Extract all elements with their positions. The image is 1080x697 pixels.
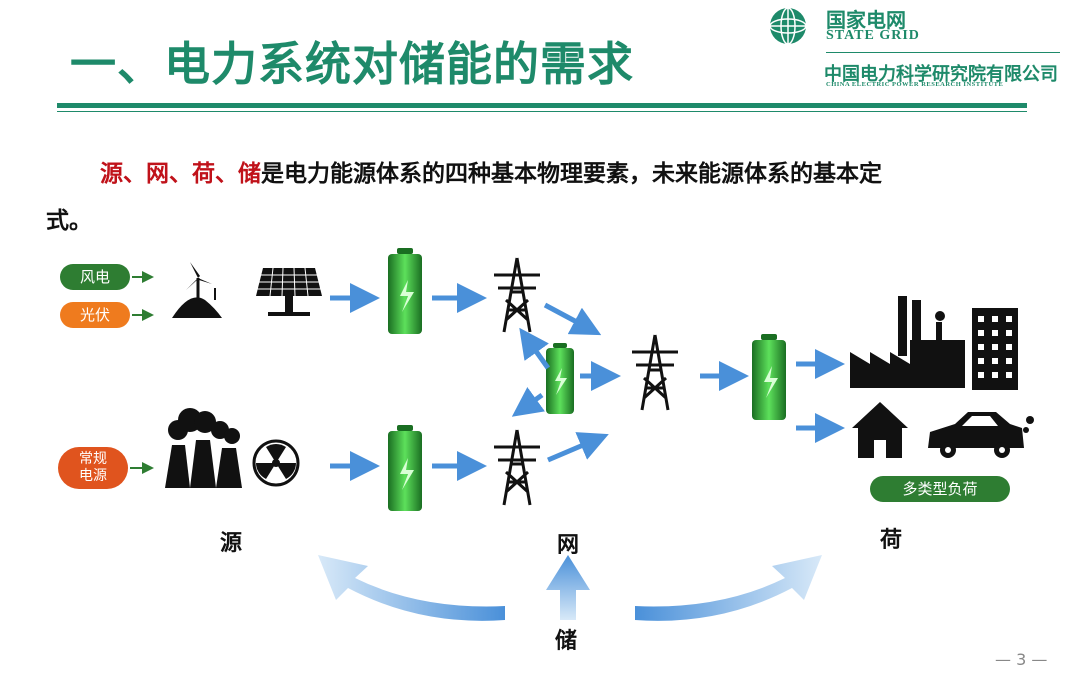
intro-rest: 是电力能源体系的四种基本物理要素，未来能源体系的基本定 — [261, 161, 882, 187]
conventional-power-label: 常规 电源 — [58, 447, 128, 489]
storage-label: 储 — [555, 629, 578, 654]
page-number: — 3 — — [995, 650, 1048, 669]
conventional-power-label-line1: 常规 — [79, 451, 107, 467]
conventional-power-label-line2: 电源 — [79, 468, 107, 484]
brand-name-en: STATE GRID — [826, 28, 920, 43]
storage-to-grid-arrow — [546, 555, 590, 620]
source-label: 源 — [220, 531, 243, 556]
load-types-label: 多类型负荷 — [870, 476, 1010, 502]
car-icon — [928, 412, 1034, 458]
factory-icon — [850, 296, 965, 388]
intro-text-line2: 式。 — [46, 208, 92, 234]
nuclear-icon — [252, 439, 300, 487]
intro-highlight: 源、网、荷、储 — [100, 161, 261, 187]
institute-name-cn: 中国电力科学研究院有限公司 — [824, 64, 1058, 85]
battery-icon — [388, 248, 422, 334]
storage-to-load-arrow — [635, 555, 822, 621]
transmission-tower-icon — [632, 334, 678, 411]
brand-divider — [826, 52, 1060, 53]
state-grid-logo-icon — [769, 7, 807, 45]
intro-text: 源、网、荷、储是电力能源体系的四种基本物理要素，未来能源体系的基本定 — [100, 154, 882, 188]
brand-name-cn: 国家电网 — [826, 8, 906, 32]
grid-label: 网 — [557, 533, 580, 558]
flow-arrows — [330, 283, 845, 481]
battery-icon — [388, 425, 422, 511]
page-title: 一、电力系统对储能的需求 — [70, 37, 634, 91]
solar-panel-icon — [256, 267, 322, 316]
transmission-tower-icon — [494, 429, 540, 506]
title-underline — [57, 103, 1027, 108]
battery-icon — [546, 343, 574, 414]
storage-to-source-arrow — [318, 555, 505, 621]
wind-turbine-icon — [172, 262, 222, 318]
wind-power-label: 风电 — [60, 264, 130, 290]
battery-icon — [752, 334, 786, 420]
transmission-tower-icon — [494, 257, 540, 333]
power-plant-icon — [165, 408, 242, 488]
institute-name-en: CHINA ELECTRIC POWER RESEARCH INSTITUTE — [826, 81, 1004, 88]
office-building-icon — [972, 308, 1018, 390]
title-underline-thin — [57, 111, 1027, 112]
load-label: 荷 — [880, 528, 903, 553]
pv-power-label: 光伏 — [60, 302, 130, 328]
house-icon — [852, 402, 908, 458]
